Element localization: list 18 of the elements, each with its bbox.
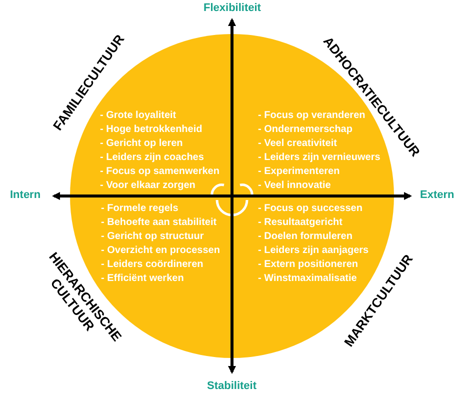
- list-item: - Resultaatgericht: [258, 217, 342, 228]
- list-item: - Leiders zijn aanjagers: [258, 245, 369, 256]
- list-item: - Experimenteren: [258, 166, 340, 177]
- list-item: - Gericht op leren: [100, 138, 183, 149]
- axis-label: Extern: [420, 189, 454, 201]
- axis-label: Stabiliteit: [207, 380, 257, 392]
- list-item: - Overzicht en processen: [101, 245, 220, 256]
- list-item: - Veel innovatie: [258, 180, 331, 191]
- list-item: - Leiders zijn coaches: [100, 152, 204, 163]
- list-item: - Behoefte aan stabiliteit: [101, 217, 217, 228]
- list-item: - Focus op samenwerken: [100, 166, 220, 177]
- list-item: - Formele regels: [101, 203, 178, 214]
- axis-label: Intern: [10, 189, 41, 201]
- list-item: - Voor elkaar zorgen: [100, 180, 196, 191]
- list-item: - Focus op successen: [258, 203, 362, 214]
- list-item: - Doelen formuleren: [258, 231, 352, 242]
- list-item: - Gericht op structuur: [101, 231, 204, 242]
- axis-label: Flexibiliteit: [204, 2, 261, 14]
